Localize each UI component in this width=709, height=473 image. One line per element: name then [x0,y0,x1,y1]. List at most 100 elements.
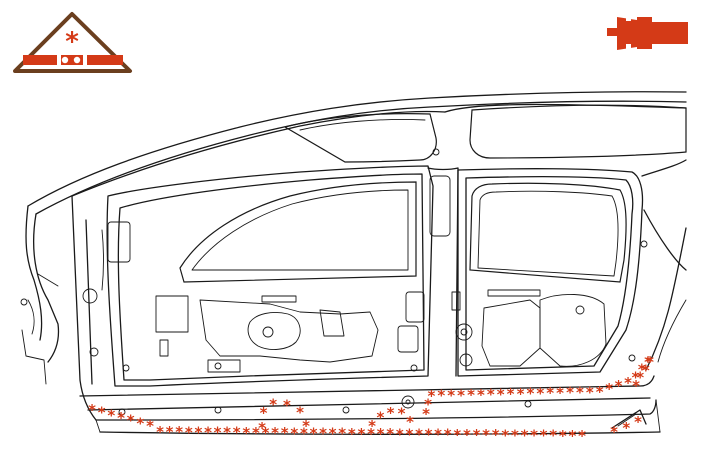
sealer-mark: * [252,424,260,442]
sealer-mark: * [386,425,394,443]
sealer-mark: * [586,383,594,401]
sealer-mark: * [632,369,640,387]
seam-sealer-layer: ****************************************… [88,353,654,445]
sealer-mark: * [107,406,115,424]
sealer-mark: * [194,423,202,441]
sealer-mark: * [233,424,241,442]
sealer-mark: * [536,385,544,403]
sealer-mark: * [615,377,623,395]
sealer-mark: * [501,426,509,444]
seam-run-rear-wheel-arch: **** [632,353,654,395]
seam-run-rocker-center-hump: ***** [368,404,414,435]
sealer-mark: * [348,425,356,443]
sealer-mark: * [556,384,564,402]
sealer-mark: * [425,426,433,444]
sealer-mark: * [638,361,646,379]
sealer-mark: * [262,424,270,442]
sealer-mark: * [605,380,613,398]
seam-sealer-warning-icon: * [13,12,132,73]
sealer-symbol: * [65,27,79,57]
sealer-mark: * [540,427,548,445]
sealer-mark: * [530,427,538,445]
sealer-mark: * [136,414,144,432]
sealer-mark: * [632,377,640,395]
sealer-mark: * [624,374,632,392]
seam-run-rocker-front-end: ******* [88,401,154,435]
sealer-mark: * [642,361,650,379]
sealer-mark: * [477,386,485,404]
sealer-mark: * [376,409,384,427]
sealer-mark: * [434,426,442,444]
sealer-mark: * [568,427,576,445]
sealer-mark: * [473,426,481,444]
sealer-mark: * [644,353,652,371]
sealer-mark: * [281,424,289,442]
sealer-mark: * [497,385,505,403]
sealer-mark: * [175,423,183,441]
sealer-mark: * [646,353,654,371]
sealer-mark: * [406,413,414,431]
sealer-mark: * [290,424,298,442]
sealer-mark: * [283,396,291,414]
sealer-mark: * [269,396,277,414]
sealer-mark: * [566,384,574,402]
sealer-mark: * [387,404,395,422]
sealer-mark: * [576,384,584,402]
sealer-mark: * [487,386,495,404]
sealer-mark: * [415,426,423,444]
sealer-mark: * [482,426,490,444]
sealer-mark: * [214,424,222,442]
sealer-mark: * [546,384,554,402]
sealer-mark: * [368,417,376,435]
sealer-mark: * [447,387,455,405]
sealer-mark: * [636,369,644,387]
sealer-mark: * [511,426,519,444]
sealer-mark: * [260,404,268,422]
sealer-mark: * [156,423,164,441]
sealer-mark: * [427,387,435,405]
sealer-mark: * [98,404,106,422]
sealer-mark: * [338,425,346,443]
car-body-outline [20,91,687,435]
sealer-mark: * [319,425,327,443]
sealer-mark: * [117,409,125,427]
sealer-mark: * [424,395,432,413]
sealer-mark: * [457,386,465,404]
sealer-mark: * [578,427,586,445]
sealer-mark: * [463,426,471,444]
sealer-mark: * [467,386,475,404]
sealer-mark: * [549,427,557,445]
sealer-mark: * [437,387,445,405]
seam-run-rocker-lower: ****************************************… [156,423,586,445]
sealer-mark: * [517,385,525,403]
sealer-mark: * [422,405,430,423]
sealer-mark: * [622,419,630,437]
sealer-mark: * [610,423,618,441]
sealer-mark: * [88,401,96,419]
sealer-mark: * [526,385,534,403]
sealer-mark: * [596,383,604,401]
sealer-mark: * [271,424,279,442]
sealer-mark: * [396,425,404,443]
sealer-mark: * [223,424,231,442]
sealer-mark: * [377,425,385,443]
sealer-mark: * [204,424,212,442]
sealer-mark: * [242,424,250,442]
sealer-mark: * [444,426,452,444]
sealer-gun-nozzle-icon [607,15,688,51]
sealer-mark: * [258,419,266,437]
sealer-mark: * [521,427,529,445]
seam-run-rear-lower-corner: *** [610,413,642,441]
sealer-mark: * [398,405,406,423]
sealer-mark: * [507,385,515,403]
seam-run-rocker-front-loop: ****** [258,396,310,437]
sealer-mark: * [492,426,500,444]
sealer-mark: * [300,424,308,442]
sealer-mark: * [405,425,413,443]
sealer-mark: * [296,403,304,421]
sealer-mark: * [166,423,174,441]
seam-run-rocker-upper-rear: ************************** [422,353,652,423]
sealer-mark: * [357,425,365,443]
sealer-mark: * [367,425,375,443]
